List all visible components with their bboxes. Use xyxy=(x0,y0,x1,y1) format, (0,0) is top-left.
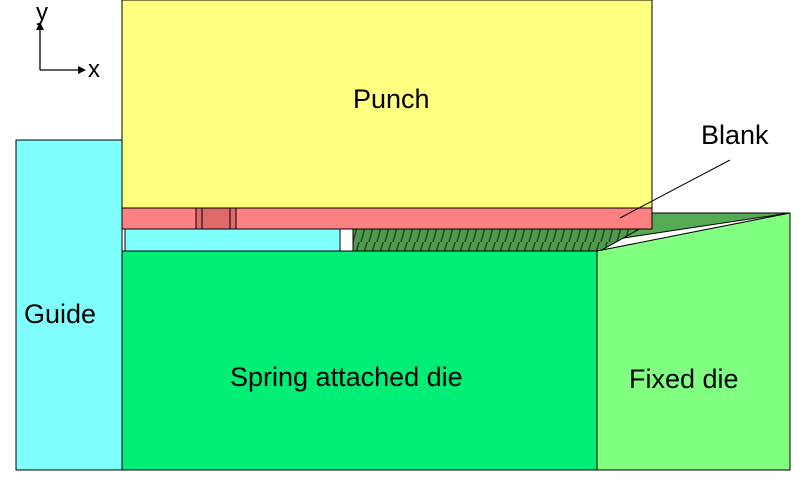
punch-label: Punch xyxy=(353,84,430,114)
x-axis-label: x xyxy=(88,56,100,83)
guide-strip xyxy=(124,228,341,252)
blank-label: Blank xyxy=(701,120,769,150)
blank-groove xyxy=(195,207,237,230)
guide-label: Guide xyxy=(24,299,96,329)
spring-die-body xyxy=(121,250,598,471)
guide-body xyxy=(15,139,123,471)
punch-body xyxy=(121,0,653,209)
spring-die-label: Spring attached die xyxy=(230,362,463,392)
y-axis-label: y xyxy=(36,0,48,26)
blank-leader-line xyxy=(619,159,731,219)
clearance-gap xyxy=(339,228,354,252)
fixed-die-body xyxy=(596,212,791,471)
axis-indicator: y x xyxy=(36,0,100,83)
blank-body xyxy=(121,207,653,230)
fixed-die-label: Fixed die xyxy=(629,364,739,394)
